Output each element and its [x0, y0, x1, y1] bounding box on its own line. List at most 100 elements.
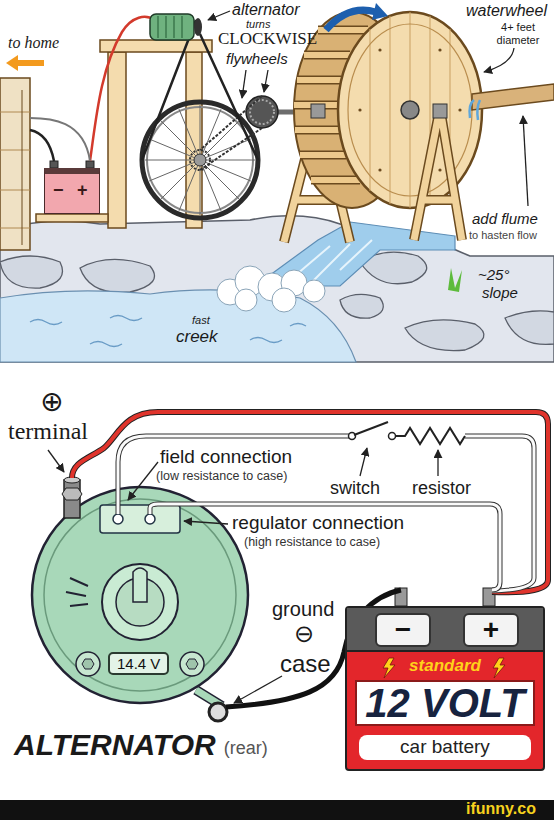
- a-frame: [433, 104, 447, 118]
- waterwheel: [358, 108, 361, 111]
- terminal-post: [62, 488, 82, 500]
- terminal-box: +: [463, 613, 519, 647]
- a-frame: [311, 104, 325, 118]
- switch-symbol: [389, 433, 396, 440]
- battery-label: car battery: [359, 735, 531, 760]
- switch-symbol: [349, 433, 356, 440]
- dimension-label: 4+ feet diameter: [486, 21, 550, 46]
- waterwheel: [370, 12, 450, 208]
- ground: [0, 216, 554, 362]
- leader-line: [128, 462, 158, 500]
- leader-line: [264, 70, 268, 92]
- ground: [0, 256, 63, 288]
- alternator-small: [158, 16, 182, 38]
- part-label: switch: [330, 478, 380, 499]
- alternator-housing: [102, 564, 178, 640]
- leader-line: [184, 521, 228, 524]
- field-wire: [118, 436, 534, 591]
- note-label: CLOCKWISE: [218, 29, 317, 49]
- waterwheel: [458, 108, 461, 111]
- house-wall: [0, 112, 30, 228]
- wooden-stand: [36, 214, 108, 222]
- positive-wire: [72, 412, 548, 592]
- alternator-housing: [32, 487, 248, 703]
- switch-symbol: [349, 422, 396, 440]
- alternator-housing: [44, 499, 236, 691]
- leader-line: [208, 11, 230, 20]
- a-frame: [414, 108, 462, 240]
- positive-wire: [72, 412, 548, 592]
- waterwheel: [378, 168, 381, 171]
- water-foam: [303, 280, 325, 302]
- alternator-small: [194, 18, 202, 36]
- leader-line: [208, 11, 528, 206]
- note-label: slope: [482, 284, 518, 301]
- flume: [470, 84, 554, 120]
- leader-line: [437, 450, 438, 476]
- note-label: (high resistance to case): [244, 535, 380, 549]
- leader-line: [484, 48, 514, 72]
- part-label: waterwheel: [466, 2, 547, 20]
- a-frame: [311, 104, 462, 240]
- resistor-symbol: [395, 428, 465, 444]
- note-label: fast: [192, 314, 210, 327]
- rotation-arrow: [372, 3, 388, 20]
- ground: [340, 294, 383, 318]
- part-label: ground: [272, 598, 334, 621]
- polarity-sign: −: [377, 615, 429, 645]
- title-label: ALTERNATOR: [14, 728, 216, 763]
- note-label: turns: [246, 18, 270, 31]
- note-label: (rear): [224, 738, 268, 759]
- house-wall: [22, 90, 23, 245]
- alternator-housing: [66, 578, 88, 606]
- note-label: (low resistance to case): [156, 469, 287, 483]
- flume: [470, 100, 481, 120]
- ground: [80, 259, 155, 292]
- axle: [200, 96, 262, 170]
- watermark-bar: [0, 800, 554, 820]
- connector-plate: [100, 505, 180, 533]
- place-label: creek: [176, 327, 218, 347]
- leader-line: [234, 676, 282, 703]
- part-label: flywheels: [226, 50, 288, 67]
- part-label: add flume: [472, 210, 538, 227]
- flywheel: [194, 154, 206, 166]
- waterwheel: [378, 48, 381, 51]
- polarity-symbol: ⊖: [294, 620, 314, 648]
- alternator-housing: [186, 659, 198, 669]
- direction-arrow: [6, 55, 44, 71]
- terminal-box: −: [375, 613, 431, 647]
- wooden-stand: [36, 40, 212, 228]
- flume: [472, 84, 554, 110]
- water-foam: [235, 289, 257, 311]
- direction-label: to home: [8, 34, 59, 52]
- waterwheel: [401, 101, 419, 119]
- rating-plate: 14.4 V: [108, 652, 169, 675]
- creek-water: [30, 316, 306, 347]
- polarity-sign: +: [77, 180, 88, 201]
- alternator-small: [150, 14, 194, 40]
- part-label: resistor: [412, 478, 471, 499]
- alternator-housing: [76, 652, 100, 676]
- a-frame: [414, 108, 462, 240]
- connector-plate: [113, 514, 123, 524]
- voltage-rating: 14.4 V: [117, 655, 160, 672]
- part-label: case: [280, 650, 331, 678]
- dimension-label: ~25°: [478, 266, 509, 283]
- battery-post: [395, 588, 495, 606]
- terminal-post: [62, 477, 82, 518]
- watermark: ifunny.co: [466, 800, 536, 818]
- battery-box: −+: [44, 168, 100, 214]
- regulator-wire: [150, 504, 500, 590]
- leader-line: [242, 70, 246, 98]
- part-label: terminal: [8, 418, 88, 446]
- switch-symbol: [354, 422, 388, 435]
- battery-wires: [30, 130, 54, 161]
- direction-arrow: [6, 55, 44, 71]
- connector-plate: [145, 514, 155, 524]
- house-wall: [0, 78, 30, 250]
- alternator-housing: [133, 568, 147, 602]
- wooden-stand: [108, 52, 126, 228]
- voltage-label: 12 VOLT: [355, 680, 535, 726]
